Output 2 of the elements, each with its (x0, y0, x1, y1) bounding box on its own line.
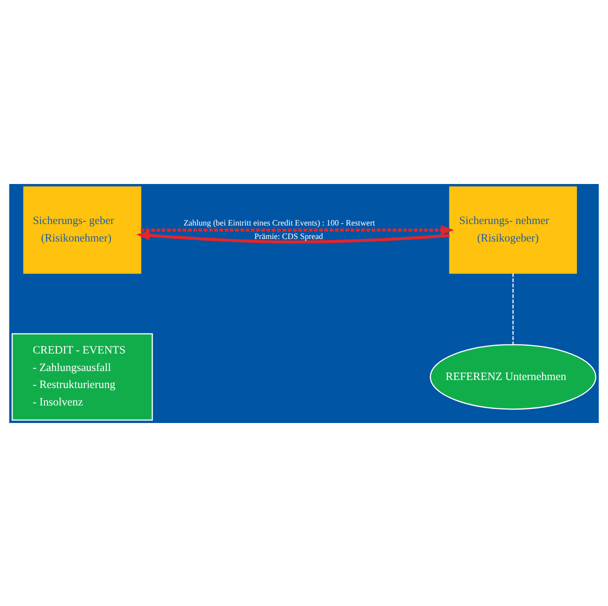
edge-label: Prämie: CDS Spread (254, 231, 324, 240)
edge-label: Zahlung (bei Eintritt eines Credit Events) : 100 - Restwert (184, 218, 375, 227)
